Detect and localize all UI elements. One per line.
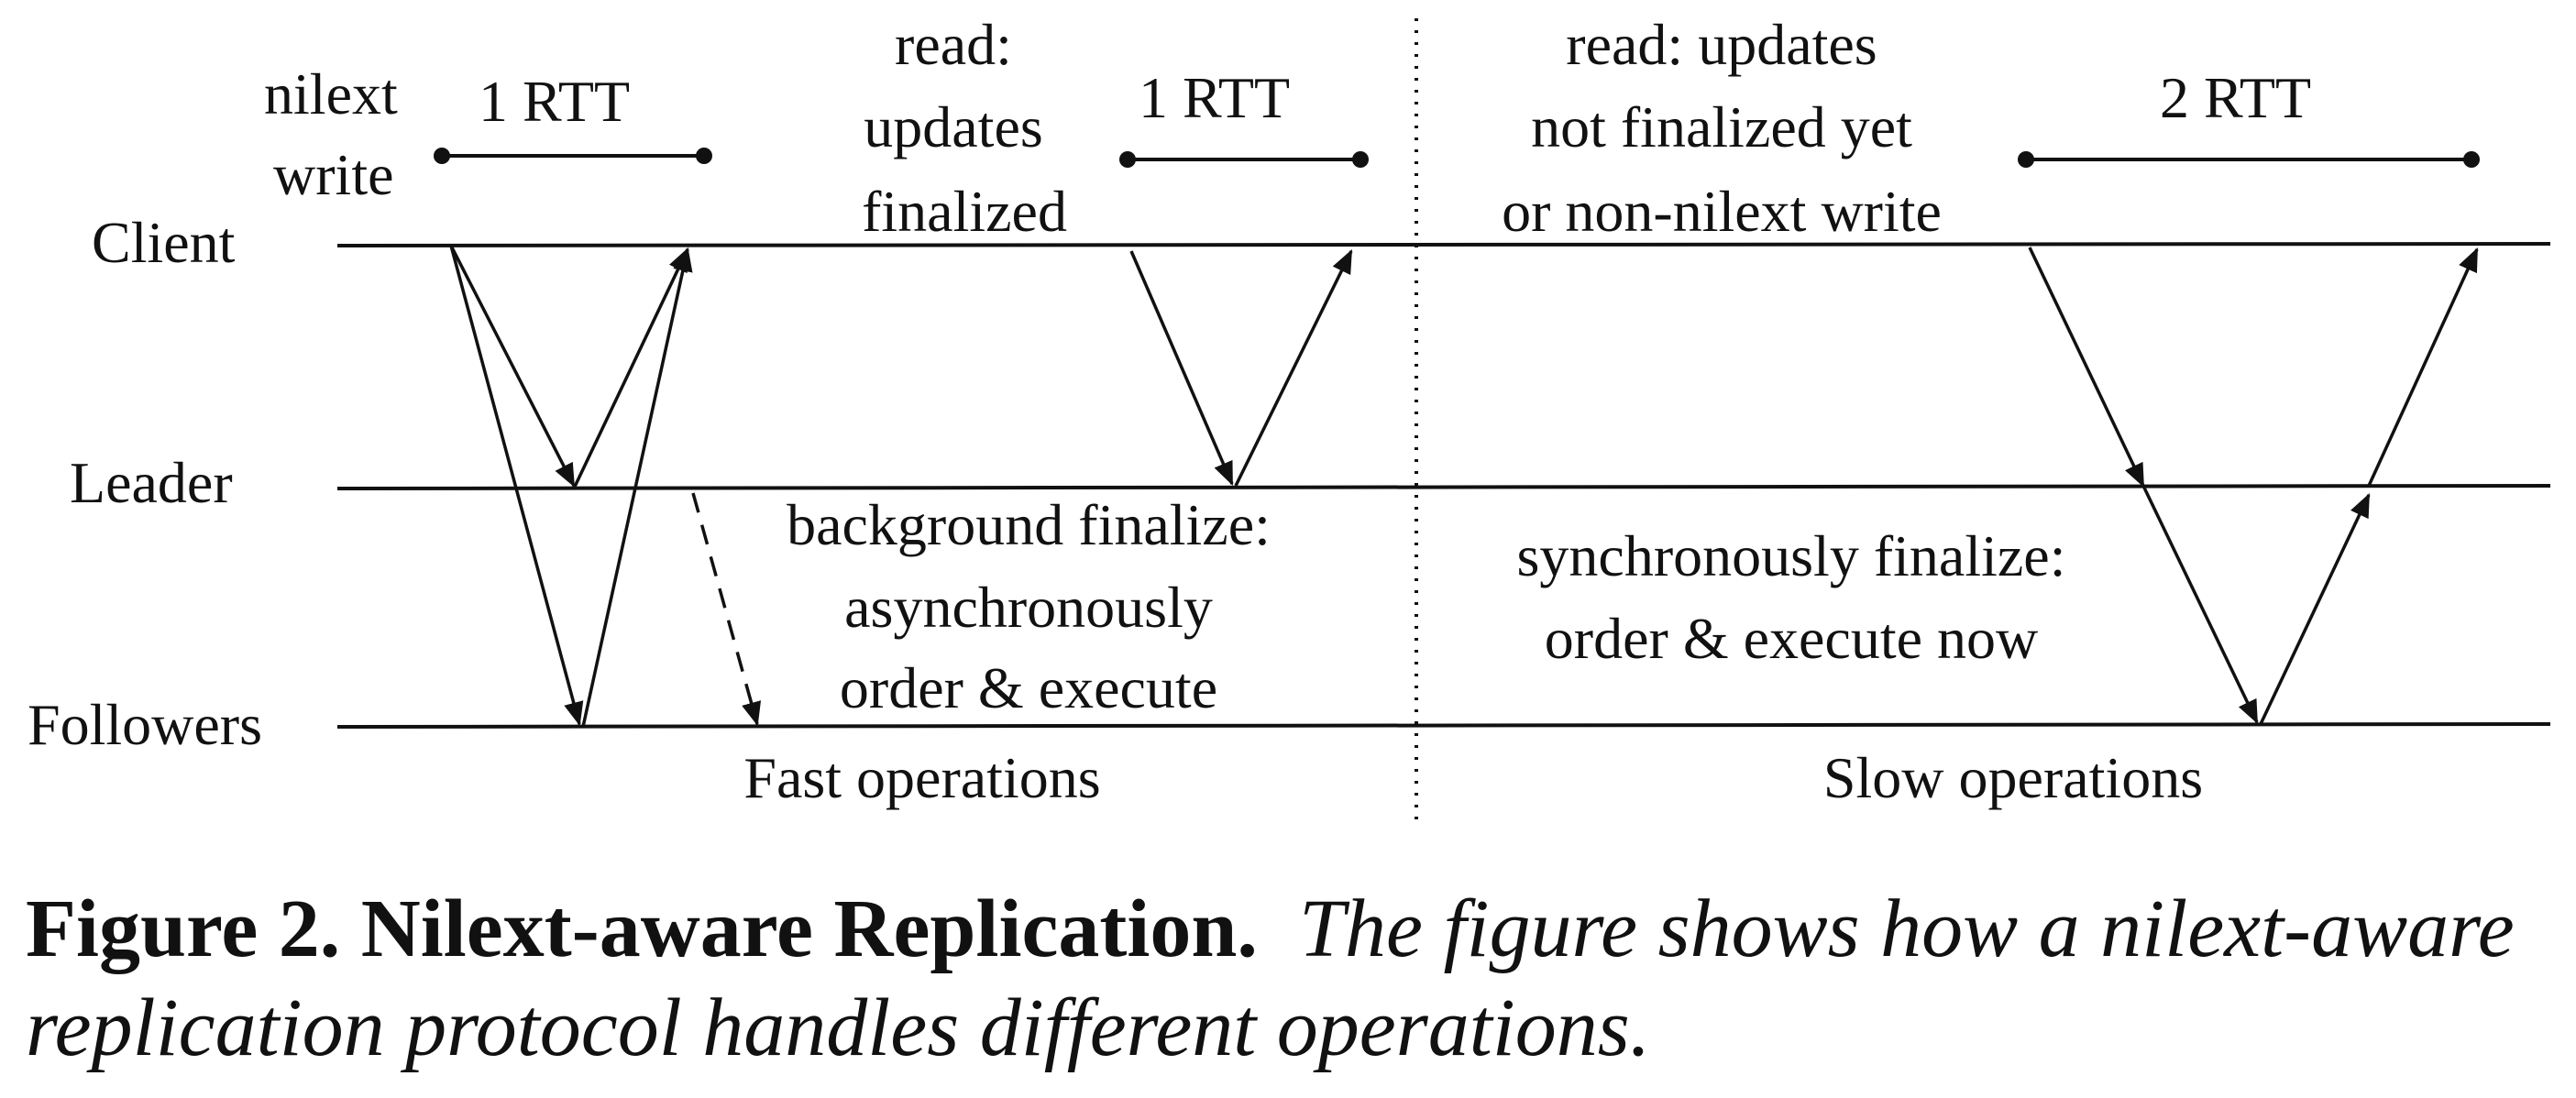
caption-heading: Figure 2. Nilext-aware Replication. [26, 884, 1258, 974]
background-finalize-arrow [691, 492, 762, 727]
sync-line1: synchronously finalize: [1517, 523, 2066, 588]
write-label-line1: nilext [264, 61, 398, 126]
slow-label-line3: or non-nilext write [1502, 179, 1942, 244]
read-arrow-leader-to-client [1234, 249, 1353, 487]
write-rtt-label: 1 RTT [479, 69, 630, 134]
lane-label-leader: Leader [70, 450, 233, 515]
lane-label-client: Client [92, 210, 236, 275]
figure-caption: Figure 2. Nilext-aware Replication. The … [26, 880, 2556, 1078]
read-rtt-bracket [1119, 151, 1369, 168]
client-lane-line [336, 242, 2551, 247]
background-line3: order & execute [840, 655, 1217, 720]
write-arrow-followers-to-client [581, 247, 693, 728]
lane-label-followers: Followers [28, 692, 262, 757]
slow-label-line1: read: updates [1566, 12, 1877, 77]
write-label-line2: write [273, 142, 394, 207]
slow-rtt-bracket [2018, 151, 2480, 168]
replication-diagram: Client Leader Followers nilext write 1 R… [28, 12, 2551, 820]
read-label-line3: finalized [862, 179, 1067, 244]
fast-section-label: Fast operations [743, 745, 1100, 810]
write-arrow-client-to-leader [449, 245, 576, 488]
slow-arrow-leader-to-followers [2141, 485, 2259, 724]
read-rtt-label: 1 RTT [1139, 65, 1290, 130]
read-label-line1: read: [895, 12, 1012, 77]
write-rtt-bracket [434, 148, 712, 164]
followers-lane-line [336, 722, 2551, 729]
slow-section-label: Slow operations [1823, 745, 2203, 810]
read-label-line2: updates [864, 94, 1043, 159]
slow-label-line2: not finalized yet [1531, 94, 1912, 159]
slow-arrow-followers-to-leader [2259, 493, 2371, 725]
sync-line2: order & execute now [1545, 606, 2038, 671]
read-arrow-client-to-leader [1129, 250, 1234, 486]
caption-description: The figure shows how a nilext-aware repl… [26, 884, 2515, 1073]
background-line1: background finalize: [787, 492, 1271, 557]
write-arrow-client-to-followers [449, 245, 584, 727]
write-arrow-leader-to-client [572, 247, 689, 489]
leader-lane-line [336, 484, 2551, 490]
slow-arrow-client-to-leader [2028, 247, 2145, 488]
background-line2: asynchronously [844, 575, 1213, 640]
slow-rtt-label: 2 RTT [2160, 65, 2311, 130]
slow-arrow-leader-to-client [2367, 247, 2479, 487]
